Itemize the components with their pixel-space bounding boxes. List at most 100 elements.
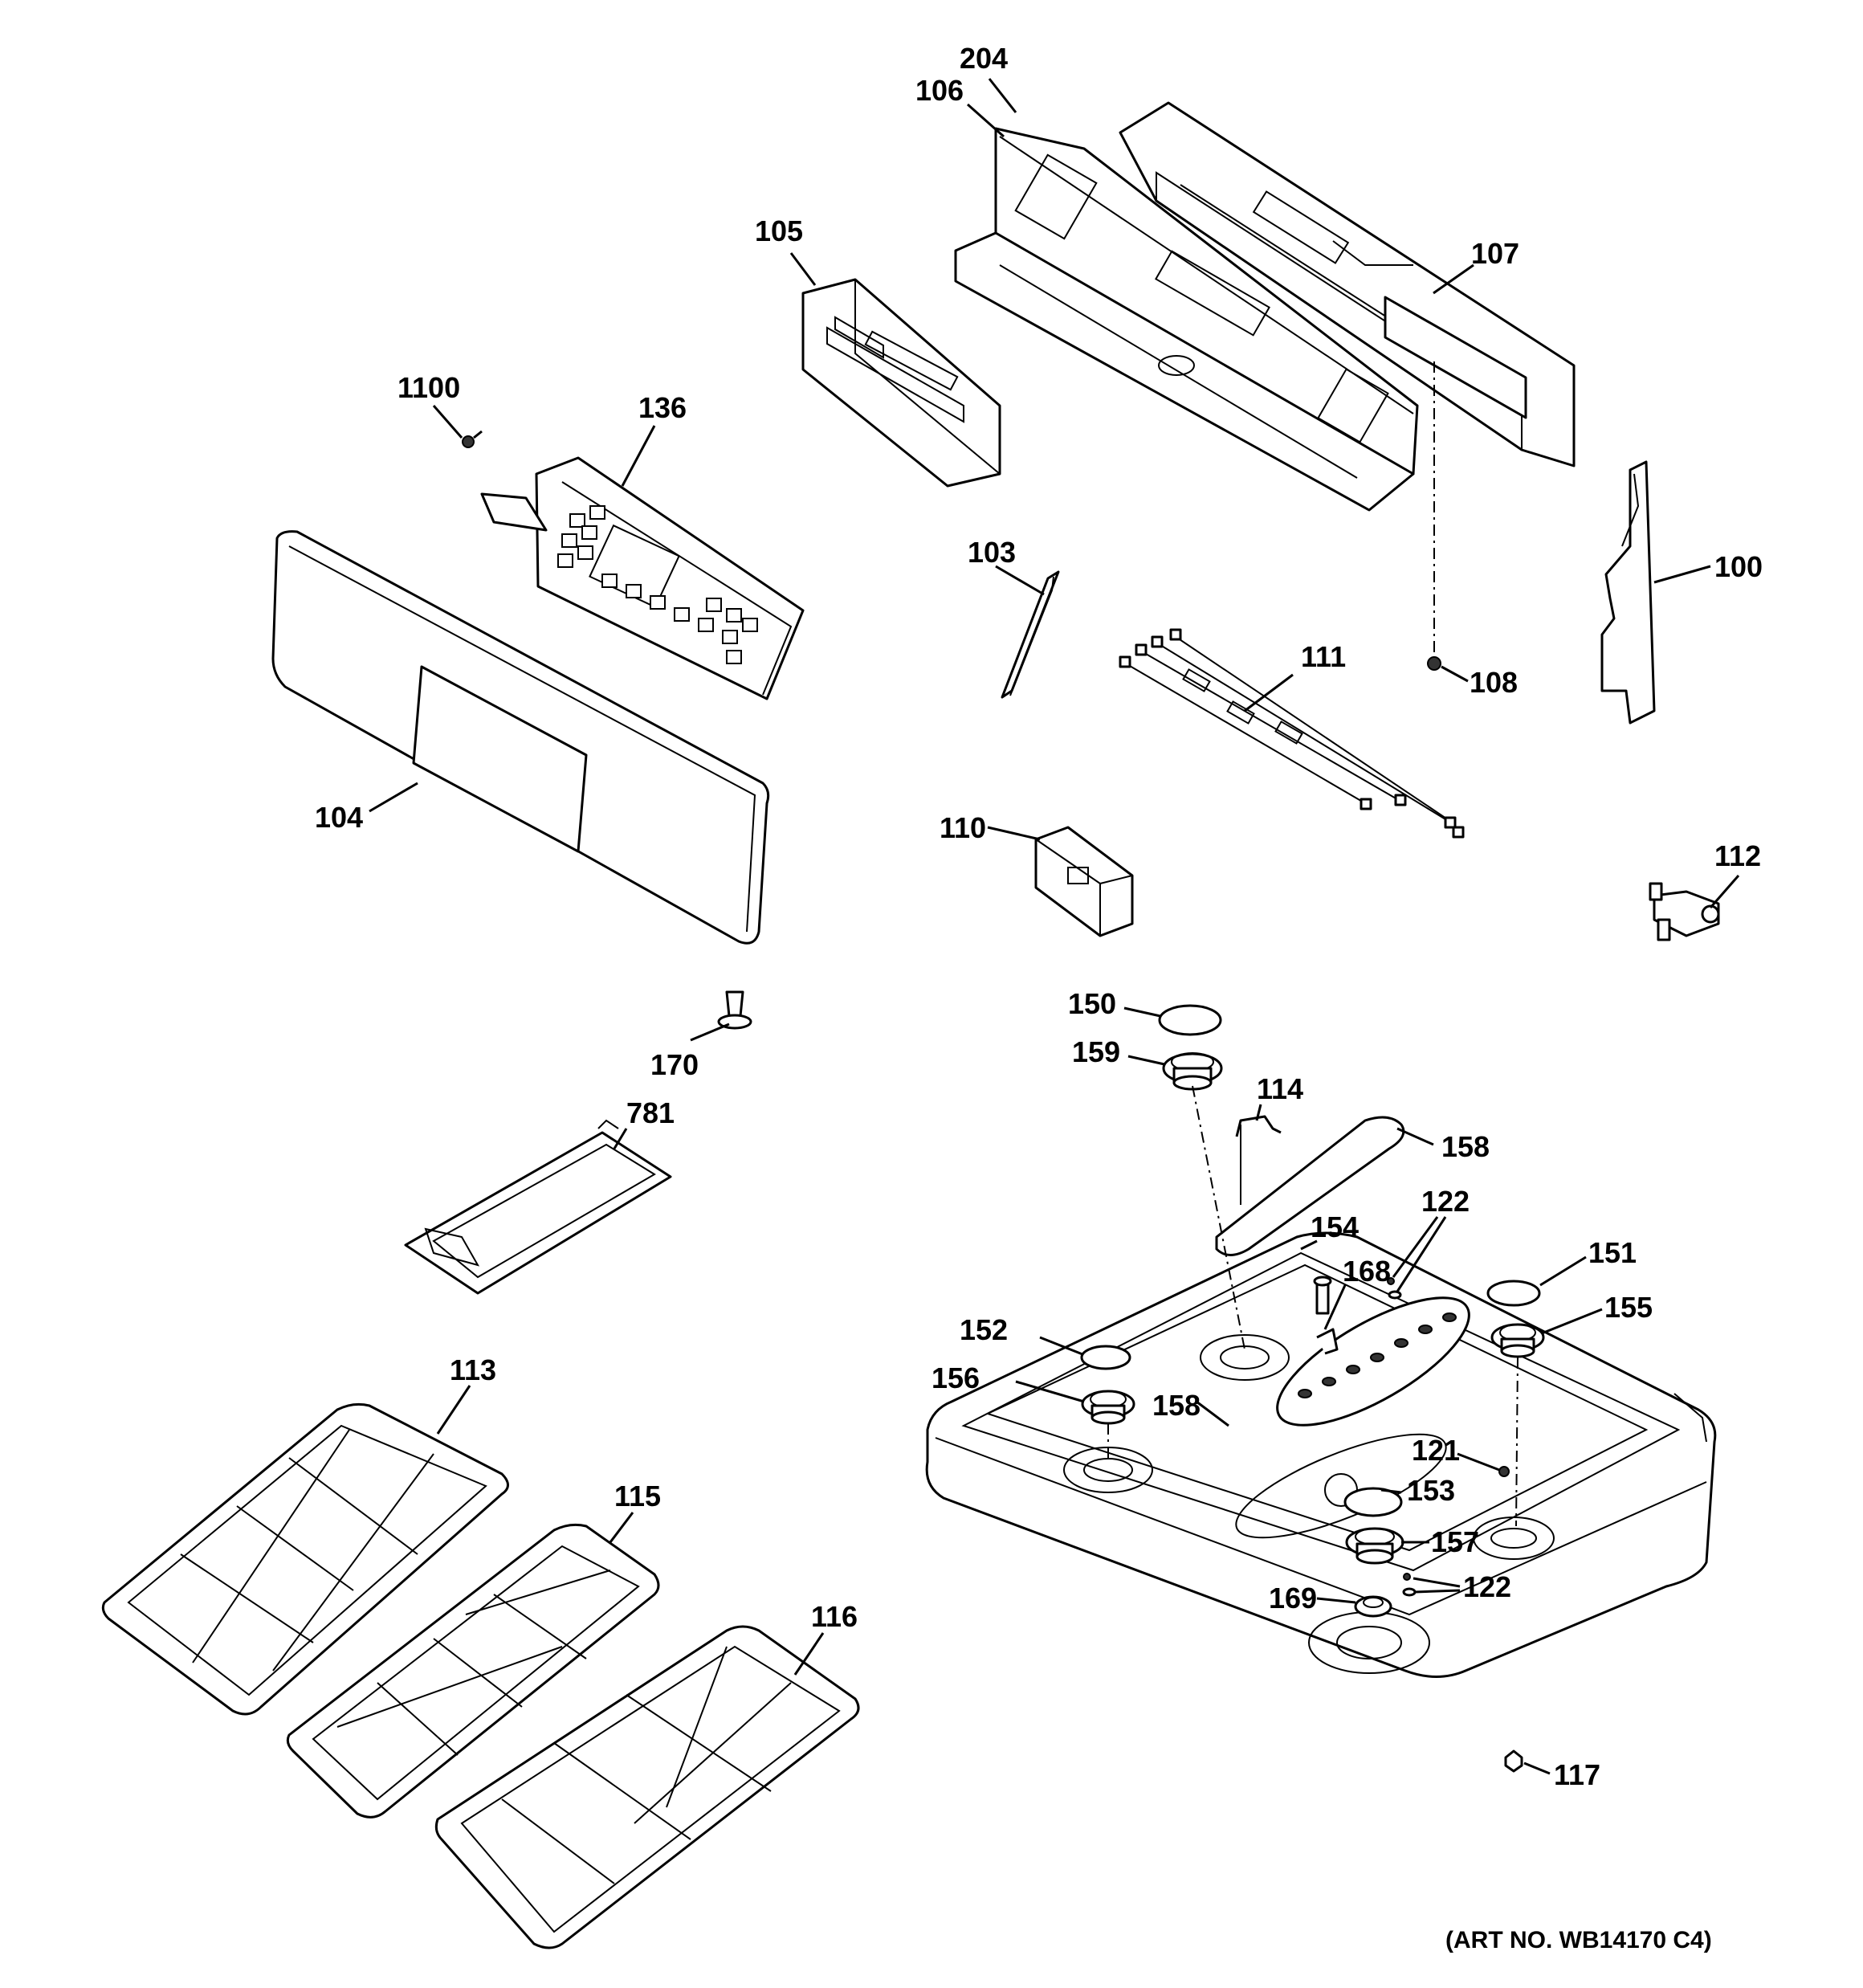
part-151-burner-cap bbox=[1486, 1280, 1541, 1307]
leader-110 bbox=[987, 826, 1041, 841]
part-117-nut bbox=[1504, 1749, 1523, 1773]
leader-150 bbox=[1123, 1006, 1161, 1018]
callout-105: 105 bbox=[755, 214, 803, 247]
leader-204 bbox=[988, 78, 1017, 113]
leader-151 bbox=[1539, 1255, 1587, 1287]
part-158-burner-cover bbox=[1215, 1116, 1405, 1256]
callout-112: 112 bbox=[1714, 839, 1761, 872]
part-112-valve bbox=[1649, 882, 1720, 941]
callout-168: 168 bbox=[1343, 1255, 1391, 1288]
part-111-wire-harness bbox=[1119, 628, 1465, 839]
part-159-burner-head bbox=[1162, 1052, 1223, 1091]
leader-170 bbox=[690, 1023, 730, 1042]
part-108-screw bbox=[1427, 656, 1441, 671]
leader-152 bbox=[1039, 1336, 1083, 1356]
part-1100-screw bbox=[462, 430, 483, 448]
leader-154 bbox=[1300, 1239, 1318, 1251]
part-115-grate bbox=[286, 1523, 660, 1819]
part-156-burner-head bbox=[1081, 1390, 1135, 1425]
art-number: (ART NO. WB14170 C4) bbox=[1445, 1927, 1712, 1953]
leader-168 bbox=[1323, 1284, 1347, 1330]
leader-115 bbox=[609, 1512, 634, 1543]
part-107-back-panel bbox=[1119, 101, 1576, 467]
callout-122a: 122 bbox=[1421, 1185, 1470, 1218]
callout-116: 116 bbox=[811, 1600, 858, 1633]
part-121-screw bbox=[1498, 1466, 1510, 1477]
part-100-side-trim bbox=[1600, 460, 1656, 725]
leader-111 bbox=[1244, 673, 1294, 712]
callout-107: 107 bbox=[1471, 237, 1519, 270]
leader-100 bbox=[1653, 565, 1711, 584]
callout-158a: 158 bbox=[1441, 1130, 1490, 1163]
part-170-screw bbox=[717, 990, 752, 1030]
callout-110: 110 bbox=[940, 811, 986, 844]
callout-111: 111 bbox=[1301, 640, 1346, 673]
part-116-grate bbox=[434, 1625, 860, 1949]
leader-107 bbox=[1433, 263, 1474, 295]
part-157-burner-head bbox=[1345, 1527, 1404, 1565]
callout-153: 153 bbox=[1407, 1474, 1455, 1507]
leader-121 bbox=[1457, 1452, 1500, 1472]
leader-116 bbox=[793, 1632, 825, 1676]
part-136-membrane-switch bbox=[480, 456, 805, 700]
callout-1100: 1100 bbox=[397, 371, 460, 404]
part-150-burner-cap bbox=[1158, 1004, 1222, 1036]
callout-114: 114 bbox=[1257, 1072, 1303, 1105]
leader-122b bbox=[1413, 1577, 1461, 1588]
callout-151: 151 bbox=[1588, 1236, 1637, 1269]
leader-1100 bbox=[432, 405, 463, 439]
part-105-electronic-control bbox=[801, 278, 1001, 488]
part-113-grate bbox=[101, 1402, 509, 1716]
leader-158b bbox=[1196, 1400, 1229, 1427]
callout-115: 115 bbox=[614, 1480, 661, 1512]
part-155-burner-head bbox=[1490, 1323, 1545, 1358]
callout-103: 103 bbox=[968, 536, 1016, 569]
leader-155 bbox=[1541, 1308, 1603, 1335]
part-168-electrode bbox=[1316, 1328, 1339, 1355]
callout-117: 117 bbox=[1554, 1758, 1600, 1791]
callout-108: 108 bbox=[1470, 666, 1518, 699]
leader-113 bbox=[436, 1385, 471, 1435]
part-104-control-panel bbox=[271, 530, 770, 945]
leader-114 bbox=[1255, 1104, 1262, 1121]
centerline-155 bbox=[1515, 1357, 1519, 1527]
leader-105 bbox=[789, 252, 817, 286]
callout-169: 169 bbox=[1269, 1582, 1317, 1614]
leader-117 bbox=[1523, 1761, 1551, 1775]
leader-122a-b bbox=[1396, 1216, 1447, 1292]
part-103-bracket bbox=[1001, 570, 1060, 699]
leader-106 bbox=[967, 103, 1005, 138]
callout-157: 157 bbox=[1431, 1525, 1479, 1558]
leader-122a bbox=[1392, 1216, 1439, 1278]
callout-154: 154 bbox=[1311, 1210, 1359, 1243]
callout-159: 159 bbox=[1072, 1035, 1120, 1068]
callout-106: 106 bbox=[915, 74, 964, 107]
callout-113: 113 bbox=[450, 1353, 496, 1386]
callout-156: 156 bbox=[932, 1361, 980, 1394]
callout-100: 100 bbox=[1714, 550, 1763, 583]
callout-170: 170 bbox=[650, 1048, 699, 1081]
leader-108 bbox=[1441, 665, 1469, 683]
leader-122b-b bbox=[1414, 1589, 1461, 1594]
leader-156 bbox=[1015, 1380, 1085, 1403]
leader-112 bbox=[1709, 875, 1740, 908]
part-152-burner-cap bbox=[1080, 1345, 1131, 1370]
part-154-igniter bbox=[1313, 1276, 1332, 1315]
callout-150: 150 bbox=[1068, 987, 1116, 1020]
leader-169 bbox=[1316, 1597, 1356, 1604]
callout-155: 155 bbox=[1604, 1291, 1653, 1324]
leader-103 bbox=[995, 565, 1045, 596]
part-169-burner-base bbox=[1354, 1595, 1392, 1618]
callout-158b: 158 bbox=[1152, 1389, 1201, 1422]
part-114-bracket bbox=[1235, 1115, 1282, 1205]
callout-204: 204 bbox=[960, 42, 1008, 75]
callout-104: 104 bbox=[315, 801, 363, 834]
leader-781 bbox=[613, 1128, 628, 1149]
part-106-backsplash-frame bbox=[954, 127, 1419, 512]
part-122-clip-upper bbox=[1387, 1277, 1402, 1300]
callout-152: 152 bbox=[960, 1313, 1008, 1346]
leader-158a bbox=[1396, 1127, 1434, 1146]
leader-153 bbox=[1380, 1488, 1402, 1494]
centerline-159 bbox=[1192, 1085, 1245, 1350]
